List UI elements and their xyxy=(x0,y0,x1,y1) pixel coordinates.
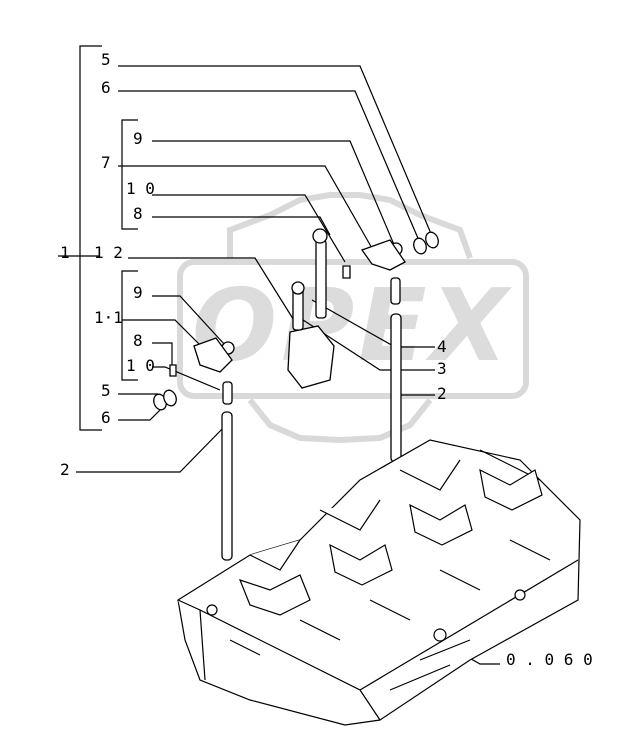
callout-10-lower: 1 0 xyxy=(126,356,155,375)
callout-8-upper: 8 xyxy=(133,204,143,223)
callout-6-top: 6 xyxy=(101,78,111,97)
callout-12: 1 2 xyxy=(94,243,123,262)
callout-5-lower: 5 xyxy=(101,381,111,400)
cylinder-head xyxy=(177,439,581,726)
callout-9-lower: 9 xyxy=(133,283,143,302)
callout-2-left: 2 xyxy=(60,460,70,479)
upper-rocker-assembly xyxy=(312,228,439,319)
callout-1: 1 xyxy=(60,243,70,262)
callout-10-upper: 1 0 xyxy=(126,179,155,198)
push-rods xyxy=(221,313,402,561)
callout-6-lower: 6 xyxy=(101,408,111,427)
callout-7: 7 xyxy=(101,153,111,172)
lower-rocker-assembly xyxy=(153,281,335,411)
watermark-text: OPEX xyxy=(192,267,513,384)
group-brackets xyxy=(58,45,138,431)
callout-3: 3 xyxy=(437,359,447,378)
callout-11: 1·1 xyxy=(94,308,123,327)
callout-2-right: 2 xyxy=(437,384,447,403)
watermark-gear-logo xyxy=(177,192,529,444)
reference-0-060: 0 . 0 6 0 xyxy=(506,650,593,669)
callout-4: 4 xyxy=(437,337,447,356)
callout-8-lower: 8 xyxy=(133,331,143,350)
callout-5-top: 5 xyxy=(101,50,111,69)
callout-9-upper: 9 xyxy=(133,129,143,148)
